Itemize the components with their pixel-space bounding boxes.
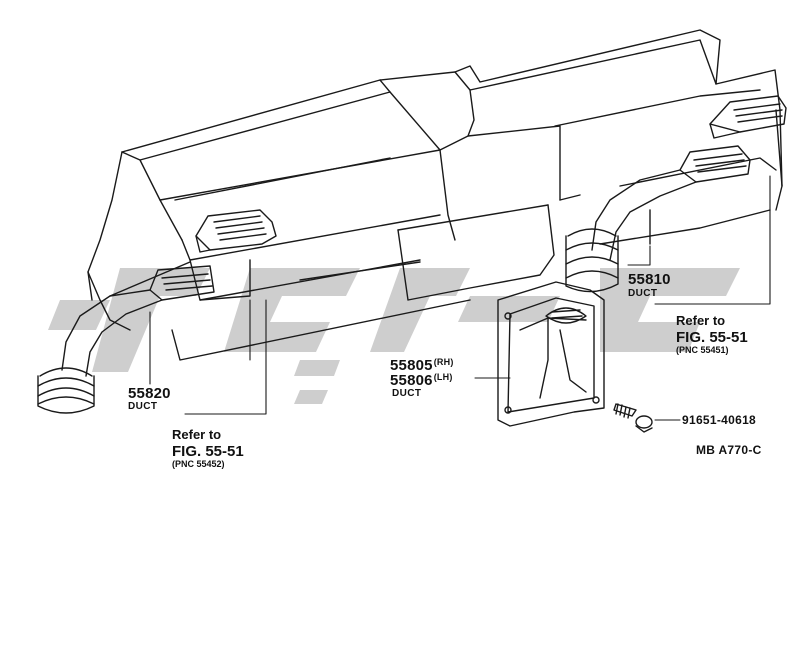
leader-lines [149,175,771,421]
center-duct-name: DUCT [392,388,422,399]
instrument-panel [87,29,783,361]
right-refer-label: Refer to [676,313,726,328]
left-vent [195,209,277,253]
left-duct-name: DUCT [128,401,158,412]
left-fig-ref: FIG. 55-51 [172,443,244,460]
center-duct-rh-suffix: (RH) [433,357,454,367]
center-duct-part-number-lh: 55806(LH) [390,372,453,389]
bolt-part-number: 91651-40618 [682,413,757,427]
left-pnc-ref: (PNC 55452) [172,459,225,469]
diagram-code: MB A770-C [696,443,762,457]
right-duct-hose [565,145,751,293]
bolt [613,403,653,433]
left-duct-hose [37,259,251,414]
right-pnc-ref: (PNC 55451) [676,345,729,355]
left-refer-label: Refer to [172,427,222,442]
left-duct-part-number: 55820 [128,385,171,402]
center-duct-rh-number: 55805 [390,357,433,374]
right-vent [709,95,787,139]
center-duct-lh-number: 55806 [390,372,433,389]
center-duct-part-number-rh: 55805(RH) [390,357,454,374]
right-duct-part-number: 55810 [628,271,671,288]
right-fig-ref: FIG. 55-51 [676,329,748,346]
center-duct-lh-suffix: (LH) [433,372,453,382]
center-duct-plate [497,281,605,427]
right-duct-name: DUCT [628,288,658,299]
